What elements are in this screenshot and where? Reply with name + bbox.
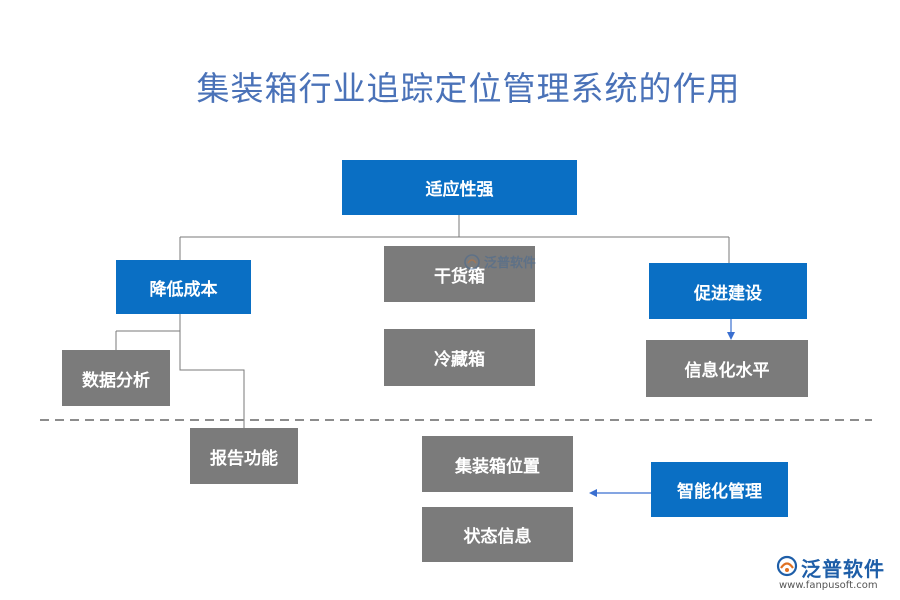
node-data-analysis: 数据分析 (62, 350, 170, 406)
node-promote: 促进建设 (649, 263, 807, 319)
connector-reduce-cost-children (115, 314, 245, 428)
node-report: 报告功能 (190, 428, 298, 484)
fanpu-logo-icon (776, 555, 798, 577)
node-status-info: 状态信息 (422, 507, 573, 562)
connector-root-branches (179, 215, 730, 263)
node-cold-box: 冷藏箱 (384, 329, 535, 386)
node-root: 适应性强 (342, 160, 577, 215)
brand-url: www.fanpusoft.com (779, 580, 878, 591)
node-reduce-cost: 降低成本 (116, 260, 251, 314)
node-container-position: 集装箱位置 (422, 436, 573, 492)
watermark-logo-icon (464, 253, 480, 270)
brand-name: 泛普软件 (801, 557, 885, 581)
node-info-level: 信息化水平 (646, 340, 808, 397)
diagram-title: 集装箱行业追踪定位管理系统的作用 (196, 69, 741, 108)
watermark-small: 泛普软件 (464, 252, 536, 271)
brand-logo: 泛普软件 www.fanpusoft.com (776, 553, 896, 593)
node-smart-management: 智能化管理 (651, 462, 788, 517)
node-dry-box: 干货箱 (384, 246, 535, 302)
watermark-small-text: 泛普软件 (484, 256, 537, 271)
